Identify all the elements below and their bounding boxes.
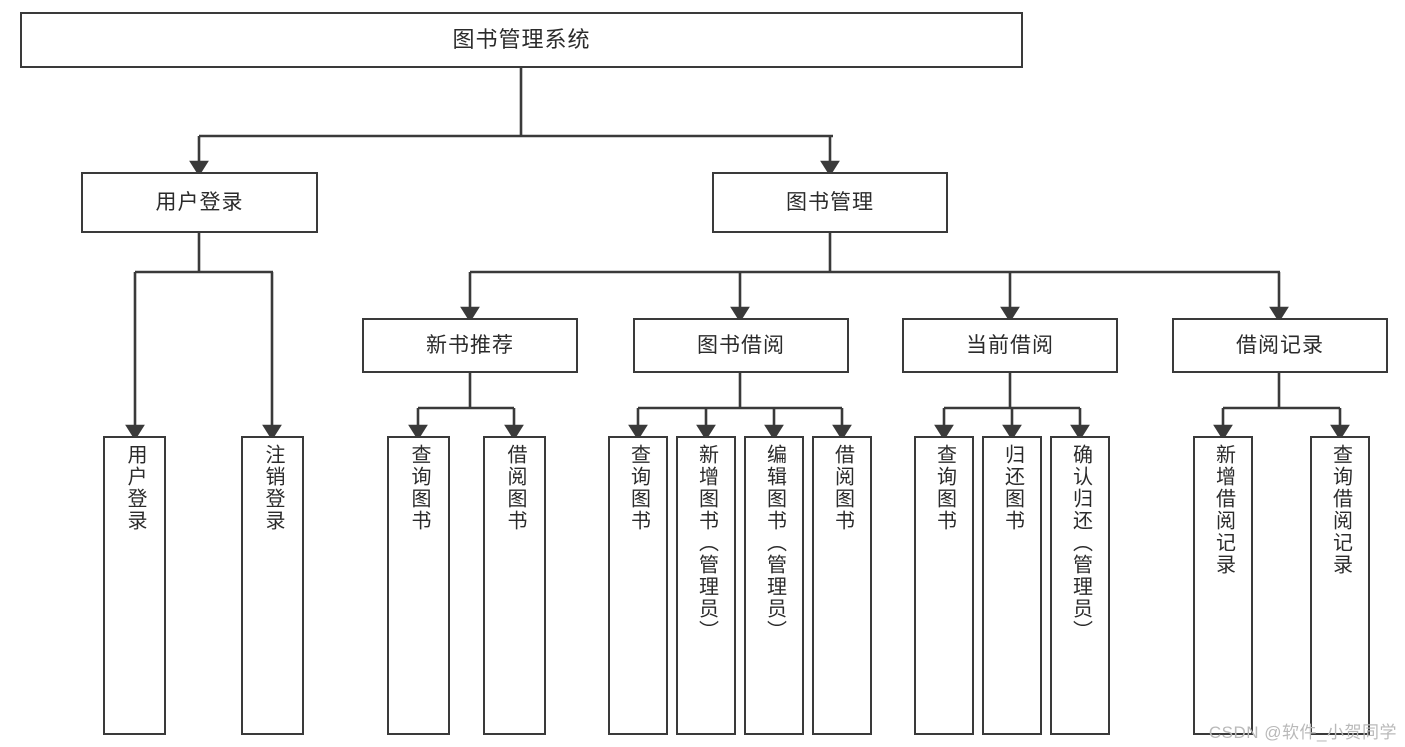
node-leaf-query-book-3[interactable]: 查询图书 — [914, 436, 974, 735]
node-leaf-confirm-return-label: 确认归还（管理员） — [1069, 444, 1092, 642]
node-leaf-add-book[interactable]: 新增图书（管理员） — [676, 436, 736, 735]
node-leaf-query-borrow-record-label: 查询借阅记录 — [1329, 444, 1352, 576]
node-leaf-return-book-label: 归还图书 — [1001, 444, 1024, 532]
node-borrow-record[interactable]: 借阅记录 — [1172, 318, 1388, 373]
node-leaf-query-borrow-record[interactable]: 查询借阅记录 — [1310, 436, 1370, 735]
node-leaf-logout-login-label: 注销登录 — [262, 444, 284, 532]
node-user-login-label: 用户登录 — [155, 190, 244, 214]
node-leaf-edit-book-label: 编辑图书（管理员） — [763, 444, 786, 642]
node-borrow-record-label: 借阅记录 — [1236, 333, 1324, 357]
node-book-borrow[interactable]: 图书借阅 — [633, 318, 849, 373]
node-leaf-user-login-label: 用户登录 — [124, 444, 146, 532]
node-leaf-borrow-book-1-label: 借阅图书 — [504, 444, 526, 532]
watermark: CSDN @软件_小贺同学 — [1208, 723, 1397, 742]
node-leaf-user-login[interactable]: 用户登录 — [103, 436, 166, 735]
node-leaf-query-book-1[interactable]: 查询图书 — [387, 436, 450, 735]
node-leaf-add-borrow-record[interactable]: 新增借阅记录 — [1193, 436, 1253, 735]
node-current-borrow[interactable]: 当前借阅 — [902, 318, 1118, 373]
node-new-book-recommend-label: 新书推荐 — [426, 333, 514, 357]
node-book-management-label: 图书管理 — [786, 190, 874, 214]
node-user-login[interactable]: 用户登录 — [81, 172, 318, 233]
node-leaf-borrow-book-2-label: 借阅图书 — [831, 444, 854, 532]
node-leaf-borrow-book-1[interactable]: 借阅图书 — [483, 436, 546, 735]
node-leaf-logout-login[interactable]: 注销登录 — [241, 436, 304, 735]
node-book-borrow-label: 图书借阅 — [697, 333, 785, 357]
node-leaf-add-book-label: 新增图书（管理员） — [695, 444, 718, 642]
node-root-label: 图书管理系统 — [452, 26, 591, 52]
node-leaf-add-borrow-record-label: 新增借阅记录 — [1212, 444, 1235, 576]
node-leaf-query-book-2[interactable]: 查询图书 — [608, 436, 668, 735]
node-leaf-return-book[interactable]: 归还图书 — [982, 436, 1042, 735]
node-leaf-confirm-return[interactable]: 确认归还（管理员） — [1050, 436, 1110, 735]
node-leaf-query-book-2-label: 查询图书 — [627, 444, 650, 532]
node-leaf-query-book-1-label: 查询图书 — [408, 444, 430, 532]
node-root[interactable]: 图书管理系统 — [20, 12, 1023, 68]
node-leaf-edit-book[interactable]: 编辑图书（管理员） — [744, 436, 804, 735]
node-book-management[interactable]: 图书管理 — [712, 172, 948, 233]
node-current-borrow-label: 当前借阅 — [966, 333, 1054, 357]
node-leaf-query-book-3-label: 查询图书 — [933, 444, 956, 532]
node-new-book-recommend[interactable]: 新书推荐 — [362, 318, 578, 373]
node-leaf-borrow-book-2[interactable]: 借阅图书 — [812, 436, 872, 735]
